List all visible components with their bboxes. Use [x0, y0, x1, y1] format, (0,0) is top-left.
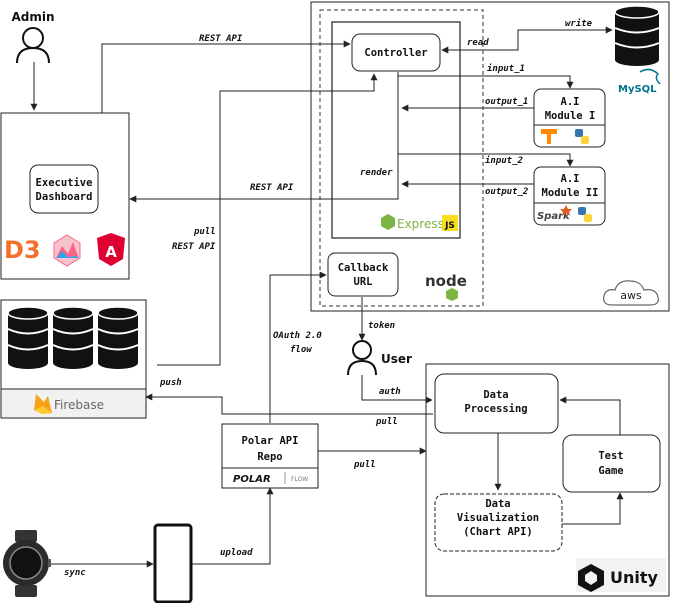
label-rest-api-pull: REST API	[172, 242, 216, 252]
label-output-2: output_2	[485, 187, 528, 197]
mysql-dolphin-icon	[639, 68, 661, 85]
svg-text:JS: JS	[444, 221, 455, 231]
svg-text:Module I: Module I	[545, 110, 596, 122]
tensorflow-icon	[541, 129, 557, 144]
svg-text:Module II: Module II	[542, 187, 599, 199]
label-flow: flow	[290, 345, 312, 355]
label-rest-api-top: REST API	[199, 34, 243, 44]
spark-icon: Spark	[537, 205, 572, 222]
svg-text:(Chart API): (Chart API)	[463, 526, 533, 538]
label-sync: sync	[64, 568, 86, 578]
svg-text:Data: Data	[483, 389, 508, 401]
svg-text:URL: URL	[354, 276, 373, 288]
label-pull-polar: pull	[353, 460, 376, 470]
label-oauth: OAuth 2.0	[273, 331, 322, 341]
admin-label: Admin	[11, 10, 54, 24]
database-icon-3	[97, 306, 139, 369]
firebase-node: Firebase	[0, 299, 147, 419]
node-logo-icon: node	[425, 272, 467, 301]
label-auth: auth	[379, 387, 401, 397]
label-read: read	[467, 38, 489, 48]
user-actor: User	[347, 340, 412, 376]
label-output-1: output_1	[485, 97, 528, 107]
controller-label: Controller	[364, 47, 427, 59]
label-write: write	[565, 18, 593, 29]
node-label: node	[425, 272, 467, 290]
phone-icon	[153, 523, 193, 603]
svg-text:Data: Data	[485, 498, 510, 510]
firebase-flame-icon	[34, 394, 52, 414]
label-input-1: input_1	[487, 63, 525, 74]
dashboard-label-1: Executive	[36, 177, 93, 189]
person-icon	[347, 340, 377, 376]
angular-logo-icon: A	[97, 233, 125, 266]
label-render: render	[360, 168, 393, 178]
ai-module-1-node: A.I Module I	[533, 88, 606, 148]
svg-text:Game: Game	[598, 465, 623, 477]
svg-text:Visualization: Visualization	[457, 512, 539, 524]
test-game-node: Test Game	[562, 434, 661, 493]
edge-labels: REST API read write input_1 output_1 inp…	[64, 18, 593, 578]
label-pull: pull	[193, 227, 216, 237]
label-rest-api-mid: REST API	[250, 183, 294, 193]
controller-node: Controller	[351, 33, 441, 72]
label-upload: upload	[220, 548, 253, 558]
d3-logo-icon: D3	[4, 236, 41, 264]
chartjs-logo-icon	[53, 234, 81, 267]
express-container	[331, 21, 461, 239]
mysql-label: MySQL	[618, 84, 657, 95]
express-logo-icon: Express JS	[381, 214, 458, 231]
mysql-node: MySQL	[614, 5, 661, 95]
svg-text:Processing: Processing	[464, 403, 527, 415]
svg-text:A.I: A.I	[561, 173, 580, 185]
svg-text:Spark: Spark	[537, 211, 571, 222]
polar-api-repo-node: Polar API Repo POLAR FLOW	[221, 423, 319, 489]
firebase-label: Firebase	[54, 398, 104, 412]
svg-text:Test: Test	[598, 450, 623, 462]
svg-text:Repo: Repo	[257, 451, 282, 463]
label-input-2: input_2	[485, 155, 523, 166]
unity-label: Unity	[610, 568, 659, 587]
dashboard-label-2: Dashboard	[36, 191, 93, 203]
executive-dashboard-node: Executive Dashboard D3 A	[0, 112, 130, 280]
svg-text:A.I: A.I	[561, 96, 580, 108]
polar-flow-logo-icon: POLAR FLOW	[233, 472, 308, 485]
label-pull-unity: pull	[375, 417, 398, 427]
edges	[30, 26, 624, 568]
smartwatch-icon	[3, 530, 51, 597]
data-visualization-node: Data Visualization (Chart API)	[434, 493, 563, 552]
node-dashed-container	[319, 9, 484, 307]
express-label: Express	[397, 217, 444, 231]
svg-text:FLOW: FLOW	[291, 476, 308, 483]
unity-logo-icon: Unity	[576, 558, 666, 592]
data-processing-node: Data Processing	[434, 373, 559, 434]
svg-text:A: A	[105, 243, 117, 261]
user-label: User	[381, 352, 412, 366]
database-icon-mysql	[614, 5, 660, 66]
aws-cloud-icon: aws	[603, 280, 659, 306]
label-token: token	[368, 321, 395, 331]
ai-module-2-node: A.I Module II Spark	[533, 166, 606, 226]
aws-label: aws	[620, 289, 642, 302]
svg-text:D3: D3	[4, 236, 41, 264]
python-icon	[575, 129, 589, 144]
svg-text:POLAR: POLAR	[233, 474, 271, 485]
label-push: push	[159, 378, 182, 388]
database-icon-1	[7, 306, 49, 369]
svg-text:Callback: Callback	[338, 262, 389, 274]
svg-text:Polar API: Polar API	[242, 435, 299, 447]
admin-actor: Admin	[11, 10, 55, 64]
callback-url-node: Callback URL	[327, 252, 399, 297]
person-icon	[16, 27, 50, 64]
database-icon-2	[52, 306, 94, 369]
python-icon	[578, 207, 592, 222]
